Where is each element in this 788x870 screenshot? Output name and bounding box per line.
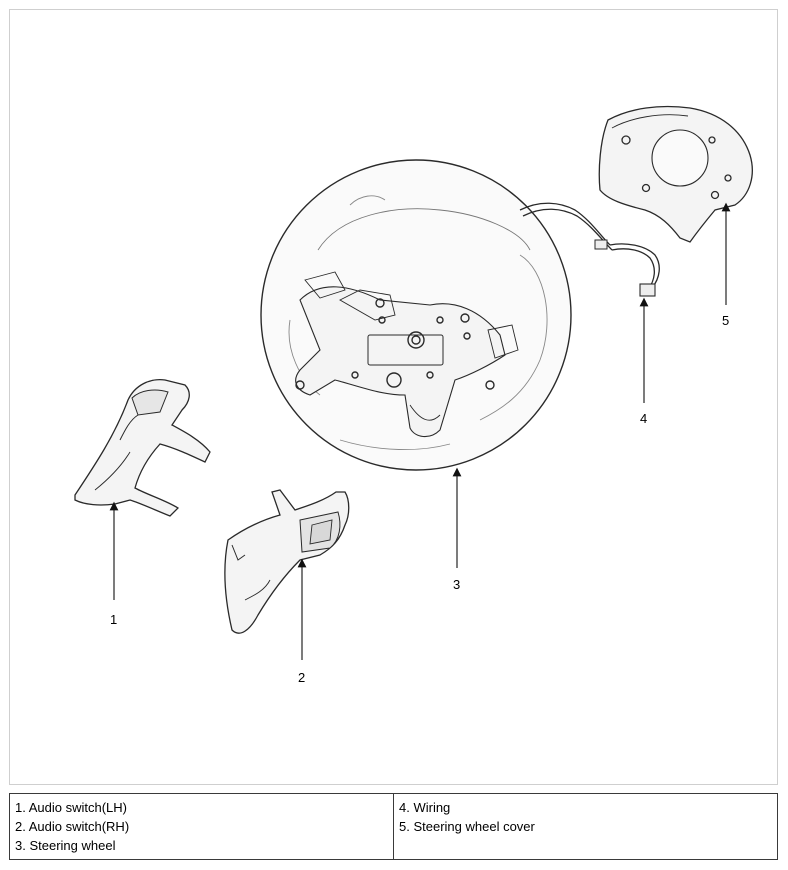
callout-1: 1 xyxy=(110,612,118,627)
legend-column-left: 1. Audio switch(LH) 2. Audio switch(RH) … xyxy=(9,793,394,860)
legend-item-steering-wheel-cover: 5. Steering wheel cover xyxy=(399,819,535,834)
diagram-frame xyxy=(9,9,778,785)
legend-item-wiring: 4. Wiring xyxy=(399,800,451,815)
callout-3: 3 xyxy=(453,577,461,592)
callout-4: 4 xyxy=(640,411,648,426)
steering-wheel-part xyxy=(260,159,572,471)
leader-lines xyxy=(109,202,731,660)
audio-switch-rh-part xyxy=(224,489,350,634)
audio-switch-lh-part xyxy=(74,379,211,517)
callout-5: 5 xyxy=(722,313,730,328)
parts-legend-table: 1. Audio switch(LH) 2. Audio switch(RH) … xyxy=(9,793,778,860)
steering-wheel-exploded-diagram xyxy=(74,105,753,660)
legend-item-audio-switch-lh: 1. Audio switch(LH) xyxy=(15,800,127,815)
wiring-part xyxy=(519,202,660,297)
legend-column-right: 4. Wiring 5. Steering wheel cover xyxy=(393,793,778,860)
callout-2: 2 xyxy=(298,670,306,685)
steering-wheel-cover-part xyxy=(598,105,753,243)
legend-item-audio-switch-rh: 2. Audio switch(RH) xyxy=(15,819,130,834)
legend-item-steering-wheel: 3. Steering wheel xyxy=(15,838,116,853)
